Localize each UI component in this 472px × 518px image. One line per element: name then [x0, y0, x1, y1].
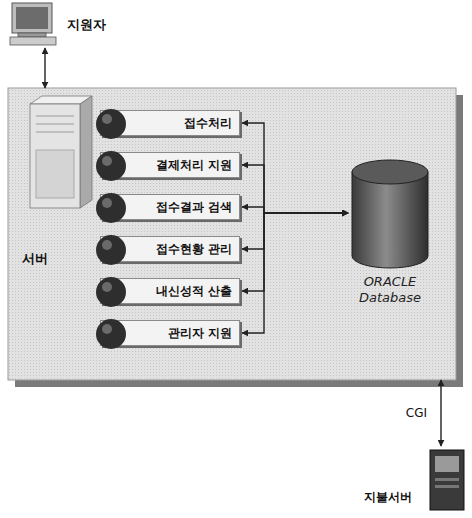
bullet-circle: [96, 277, 126, 307]
connector: [242, 165, 348, 213]
connector: [242, 207, 348, 213]
bullet-highlight: [102, 240, 112, 250]
bullet-circle: [96, 109, 126, 139]
function-label: 접수처리: [184, 115, 232, 132]
bullet-circle: [96, 235, 126, 265]
server-bay: [36, 132, 74, 133]
bullet-highlight: [102, 324, 112, 334]
tower-slot: [435, 485, 459, 488]
cylinder-top: [352, 160, 428, 184]
bullet-highlight: [102, 282, 112, 292]
payment-server-icon: [430, 450, 464, 510]
server-panel: [36, 150, 74, 198]
tower: [430, 450, 464, 510]
connector: [242, 123, 348, 213]
server-panel: 서버 접수처리결제처리 지원접수결과 검색접수현황 관리내신성적 산출관리자 지원…: [8, 88, 456, 380]
bullet-dot: [95, 107, 127, 139]
function-box: 내신성적 산출: [100, 278, 240, 304]
function-box: 접수결과 검색: [100, 194, 240, 220]
function-label: 접수현황 관리: [156, 241, 232, 258]
computer-icon: [10, 3, 56, 45]
node-label: 지불서버: [364, 489, 412, 506]
bullet-circle: [96, 319, 126, 349]
monitor-stand: [18, 33, 46, 37]
payment-server: 지불서버: [360, 446, 468, 514]
function-box: 결제처리 지원: [100, 152, 240, 178]
bullet-dot: [95, 317, 127, 349]
function-label: 관리자 지원: [168, 325, 232, 342]
bullet-dot: [95, 191, 127, 223]
server-side: [80, 96, 92, 208]
connector: [242, 213, 348, 249]
function-box: 관리자 지원: [100, 320, 240, 346]
bullet-highlight: [102, 114, 112, 124]
connector: [44, 48, 45, 88]
bullet-circle: [96, 151, 126, 181]
server-bay: [36, 116, 74, 117]
function-label: 내신성적 산출: [156, 283, 232, 300]
bullet-highlight: [102, 156, 112, 166]
server-icon: [30, 96, 92, 208]
function-label: 결제처리 지원: [156, 157, 232, 174]
function-box: 접수처리: [100, 110, 240, 136]
tower-slot: [435, 478, 459, 481]
bullet-dot: [95, 149, 127, 181]
bullet-dot: [95, 233, 127, 265]
server-bay: [36, 124, 74, 125]
panel-ground: [8, 88, 456, 380]
database-label: ORACLE Database: [348, 274, 432, 307]
monitor: [12, 3, 52, 33]
server-front: [30, 104, 80, 208]
cylinder-shape: [348, 158, 432, 270]
applicant-terminal: 지원자: [5, 0, 125, 48]
keyboard: [10, 37, 56, 45]
bullet-circle: [96, 193, 126, 223]
node-label: 서버: [22, 250, 48, 268]
connector: [242, 213, 348, 291]
cylinder-body: [352, 172, 428, 268]
screen: [16, 7, 48, 29]
tower-screen: [435, 456, 459, 472]
function-box: 접수현황 관리: [100, 236, 240, 262]
protocol-label: CGI: [404, 406, 429, 420]
connector: [440, 380, 441, 446]
node-label: 지원자: [67, 16, 106, 34]
function-label: 접수결과 검색: [156, 199, 232, 216]
database-cylinder: ORACLE Database: [348, 158, 432, 328]
bullet-highlight: [102, 198, 112, 208]
bullet-dot: [95, 275, 127, 307]
connector: [242, 213, 348, 333]
